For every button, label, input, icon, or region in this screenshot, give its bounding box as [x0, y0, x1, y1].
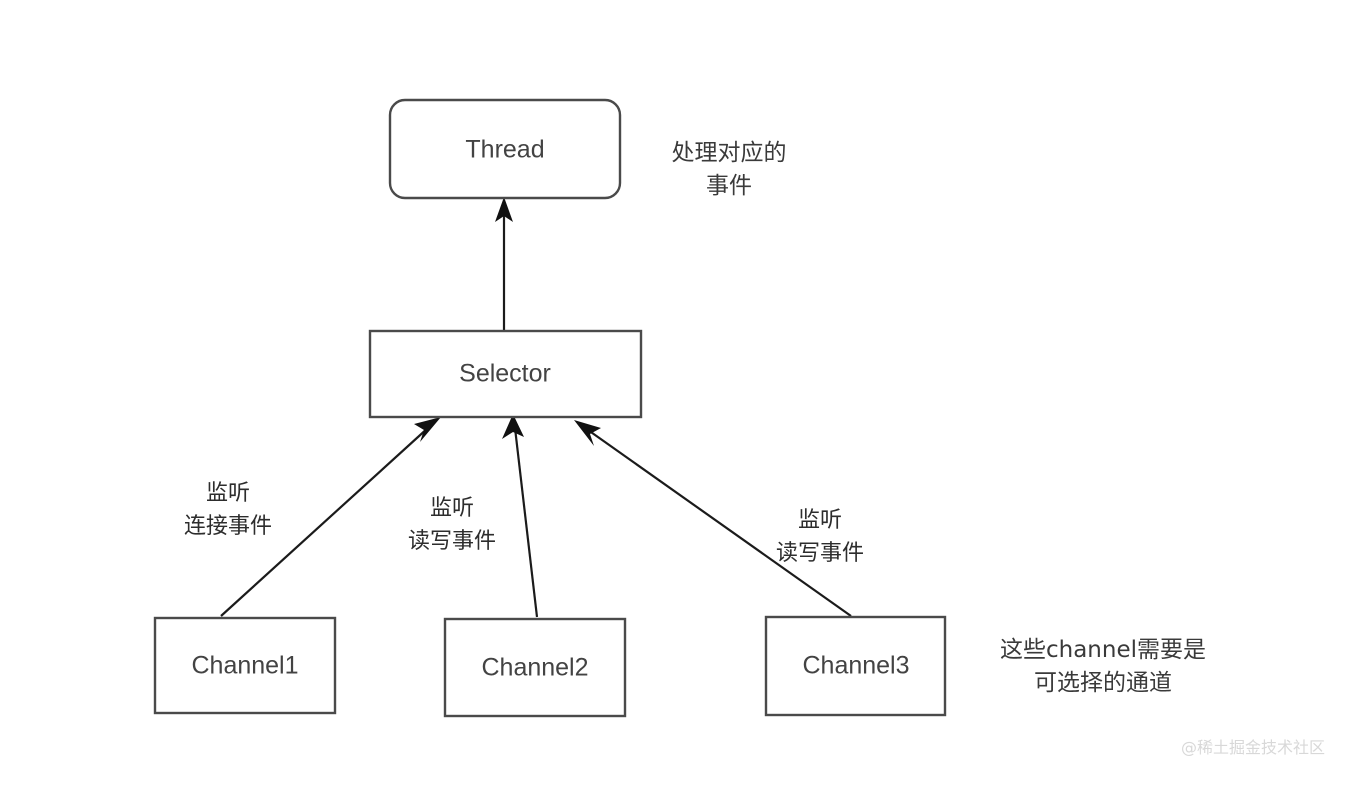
note-channel-line2: 可选择的通道	[1034, 670, 1172, 696]
channel1-label: Channel1	[191, 652, 298, 680]
channel2-box[interactable]	[443, 617, 627, 718]
note-thread-line2: 事件	[706, 173, 752, 199]
node-selector[interactable]: Selector	[368, 329, 643, 419]
edge-selector-to-thread	[495, 197, 513, 331]
edge-label-channel3: 监听 读写事件	[776, 508, 864, 566]
thread-label: Thread	[465, 136, 544, 164]
watermark: @稀土掘金技术社区	[1181, 738, 1325, 757]
note-channel: 这些channel需要是 可选择的通道	[1000, 637, 1206, 696]
edge-label-channel1: 监听 连接事件	[184, 481, 272, 539]
node-channel3[interactable]: Channel3	[764, 615, 947, 717]
edge-channel2-to-selector	[502, 414, 539, 618]
note-thread: 处理对应的 事件	[672, 140, 787, 199]
channel1-box[interactable]	[153, 616, 337, 715]
edge-label-channel2-line2: 读写事件	[408, 529, 496, 554]
edge-label-channel1-line1: 监听	[206, 481, 250, 506]
channel3-label: Channel3	[802, 652, 909, 680]
arrow-head-icon	[502, 414, 524, 439]
edge-label-channel1-line2: 连接事件	[184, 514, 272, 539]
arrow-head-icon	[495, 197, 513, 222]
edge-label-channel3-line2: 读写事件	[776, 541, 864, 566]
note-thread-line1: 处理对应的	[672, 140, 787, 166]
note-channel-line1: 这些channel需要是	[1000, 637, 1206, 663]
edge-label-channel3-line1: 监听	[798, 508, 842, 533]
channel3-box[interactable]	[764, 615, 947, 717]
edge-label-channel2: 监听 读写事件	[408, 496, 496, 554]
channel2-label: Channel2	[481, 654, 588, 682]
thread-box[interactable]	[388, 98, 622, 200]
node-thread[interactable]: Thread	[388, 98, 622, 200]
node-channel2[interactable]: Channel2	[443, 617, 627, 718]
selector-box[interactable]	[368, 329, 643, 419]
selector-label: Selector	[459, 360, 551, 388]
node-channel1[interactable]: Channel1	[153, 616, 337, 715]
arrow-head-icon	[414, 417, 441, 442]
edge-channel1-to-selector	[220, 417, 441, 617]
edge-channel3-to-selector	[574, 420, 852, 617]
edge-label-channel2-line1: 监听	[430, 496, 474, 521]
arrow-head-icon	[574, 420, 601, 446]
